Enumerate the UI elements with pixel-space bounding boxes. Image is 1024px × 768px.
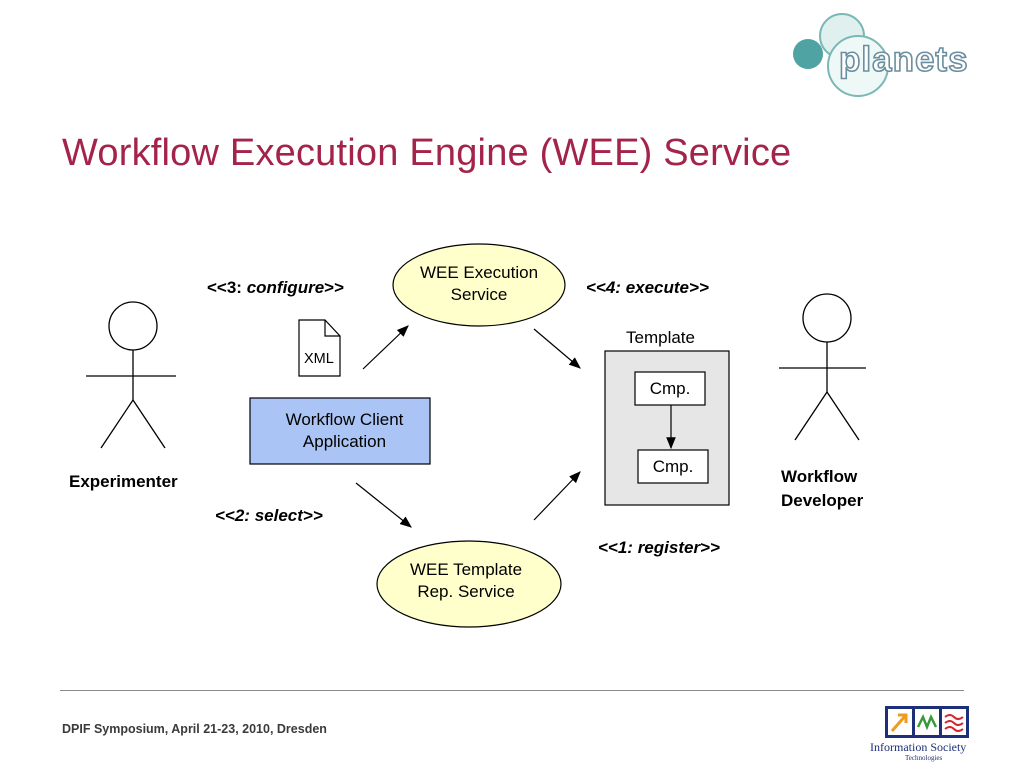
step-execute-label: <<4: execute>> xyxy=(586,278,709,297)
client-line1: Workflow Client xyxy=(285,410,404,429)
arrow-register xyxy=(533,471,581,521)
template-service-line1: WEE Template xyxy=(409,560,523,579)
xml-document-icon xyxy=(298,319,341,377)
component-box-2 xyxy=(637,449,709,484)
arrow-select xyxy=(355,482,412,528)
ist-arrow-icon xyxy=(890,713,908,732)
ist-wave-icon xyxy=(916,713,938,731)
ist-logo-panel-2 xyxy=(915,709,939,735)
execution-service-node xyxy=(392,243,566,327)
logo-dot-large xyxy=(827,35,889,97)
slide-title: Workflow Execution Engine (WEE) Service xyxy=(62,132,792,174)
client-application-label: Workflow Client Application xyxy=(262,410,427,452)
experimenter-label: Experimenter xyxy=(69,472,178,491)
component-label-2: Cmp. xyxy=(652,457,694,476)
step-register-label: <<1: register>> xyxy=(598,538,720,557)
arrow-configure xyxy=(362,325,409,370)
xml-label: XML xyxy=(304,351,334,367)
template-service-line2: Rep. Service xyxy=(417,582,515,601)
template-label: Template xyxy=(626,328,695,347)
configure-suffix: >> xyxy=(324,278,345,297)
step-configure-label: <<3: configure>> xyxy=(207,278,344,298)
arrow-execute xyxy=(533,328,581,369)
developer-line2: Developer xyxy=(781,491,864,510)
logo-dot-dark xyxy=(793,39,823,69)
planets-logo-text: planets xyxy=(838,39,969,80)
planets-logo xyxy=(793,13,889,97)
configure-word: configure xyxy=(246,278,325,297)
client-application-node xyxy=(249,397,431,465)
ist-lines-icon xyxy=(944,714,964,732)
step-select-label: <<2: select>> xyxy=(215,506,323,525)
template-service-label: WEE Template Rep. Service xyxy=(390,560,542,602)
component-box-1 xyxy=(634,371,706,406)
footer-divider xyxy=(60,690,964,691)
template-service-node xyxy=(376,540,562,628)
ist-logo-subtext: Technologies xyxy=(905,754,943,762)
execution-service-line1: WEE Execution xyxy=(419,263,539,282)
execution-service-line2: Service xyxy=(450,285,508,304)
execution-service-label: WEE Execution Service xyxy=(404,263,554,305)
ist-logo xyxy=(885,706,969,738)
component-label-1: Cmp. xyxy=(649,379,691,398)
footer-text: DPIF Symposium, April 21-23, 2010, Dresd… xyxy=(62,722,327,736)
ist-logo-text: Information Society xyxy=(870,740,967,754)
developer-line1: Workflow xyxy=(781,467,858,486)
configure-prefix: <<3: xyxy=(207,278,247,297)
experimenter-figure xyxy=(86,301,176,449)
developer-label: Workflow Developer xyxy=(781,465,863,513)
developer-figure xyxy=(779,293,866,441)
client-line2: Application xyxy=(302,432,387,451)
workflow-diagram xyxy=(86,243,866,628)
